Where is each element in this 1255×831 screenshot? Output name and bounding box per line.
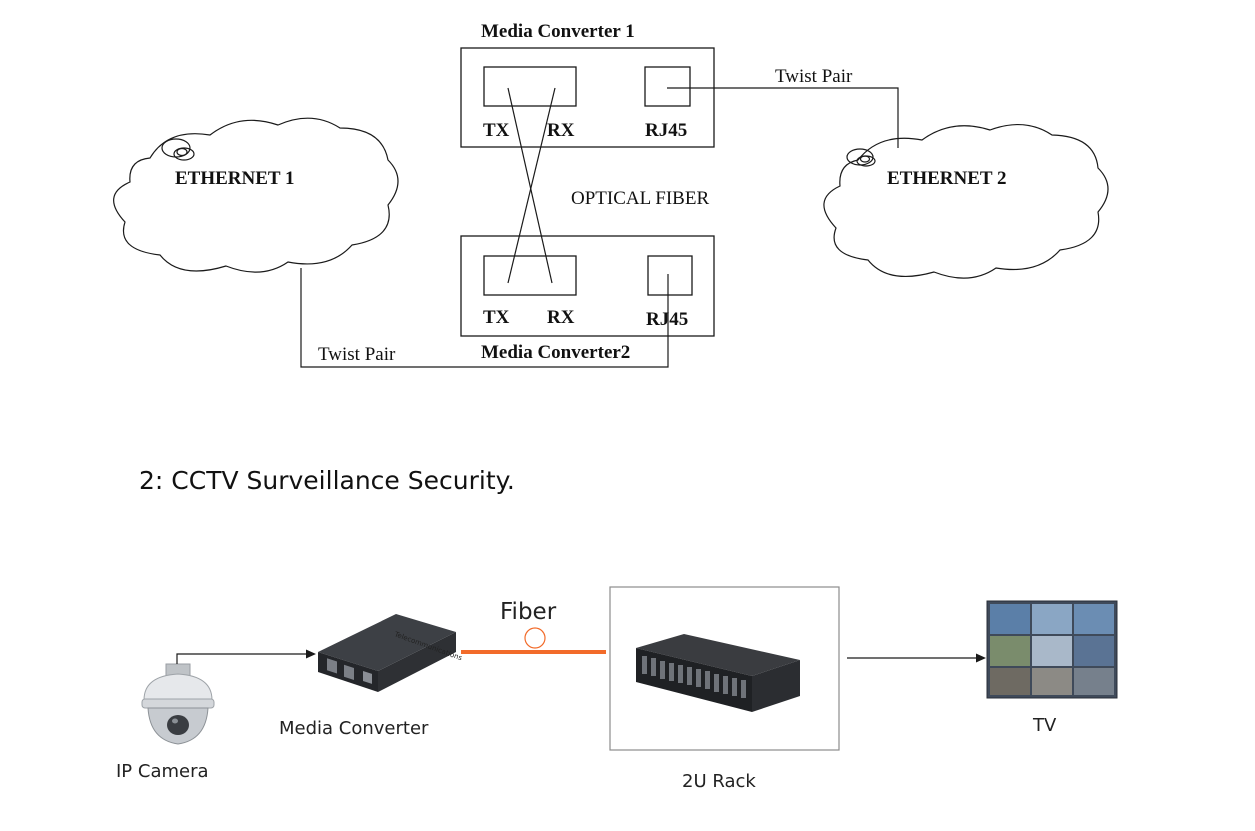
ethernet-2-label: ETHERNET 2 bbox=[887, 168, 1007, 189]
ip-camera: IP Camera bbox=[116, 663, 215, 782]
twist-pair-cables: Twist Pair Twist Pair bbox=[300, 66, 899, 368]
cctv-diagram: IP Camera Telecommunications Media Conve… bbox=[116, 586, 1118, 792]
media-converter-1-rx-label: RX bbox=[547, 120, 575, 141]
media-converter-2-title: Media Converter2 bbox=[481, 342, 630, 363]
fiber-link: Fiber bbox=[461, 599, 606, 654]
media-converter-2: TX RX RJ45 Media Converter2 bbox=[460, 235, 715, 363]
media-converter-2-rx-label: RX bbox=[547, 307, 575, 328]
media-converter-1-rj45-label: RJ45 bbox=[645, 120, 687, 141]
media-converter-1-fiber-port bbox=[483, 66, 577, 107]
media-converter-2-fiber-port bbox=[483, 255, 577, 296]
media-converter-1: Media Converter 1 TX RX RJ45 bbox=[460, 21, 715, 148]
twist-pair-cable-bottom bbox=[300, 268, 669, 368]
top-network-diagram: ETHERNET 1 ETHERNET 2 Media Converter 1 … bbox=[113, 21, 1109, 368]
rack-slots bbox=[642, 656, 746, 698]
media-converter-1-rj45-port bbox=[644, 66, 691, 107]
ethernet-2-cloud: ETHERNET 2 bbox=[823, 123, 1109, 279]
media-converter-1-tx-label: TX bbox=[483, 120, 510, 141]
media-converter-2-rj45-label: RJ45 bbox=[646, 309, 688, 330]
tv-video-wall: TV bbox=[986, 600, 1118, 736]
ethernet-1-label: ETHERNET 1 bbox=[175, 168, 295, 189]
section-title: 2: CCTV Surveillance Security. bbox=[139, 466, 515, 495]
optical-fiber-label: OPTICAL FIBER bbox=[571, 188, 709, 209]
twist-pair-top-label: Twist Pair bbox=[775, 66, 853, 87]
fiber-coil-icon bbox=[524, 627, 546, 649]
media-converter-2-tx-label: TX bbox=[483, 307, 510, 328]
media-converter-2-rj45-port bbox=[647, 255, 693, 296]
rack-2u: 2U Rack bbox=[609, 586, 840, 792]
media-converter-1-title: Media Converter 1 bbox=[481, 21, 635, 42]
tv-label: TV bbox=[1032, 715, 1057, 736]
twist-pair-bottom-label: Twist Pair bbox=[318, 344, 396, 365]
ip-camera-label: IP Camera bbox=[116, 761, 209, 782]
rack-label: 2U Rack bbox=[682, 771, 756, 792]
media-converter-device: Telecommunications Media Converter bbox=[279, 614, 464, 739]
ethernet-1-cloud: ETHERNET 1 bbox=[113, 117, 399, 273]
rack-to-tv-arrow bbox=[847, 653, 986, 663]
twist-pair-cable-top bbox=[667, 87, 899, 148]
ethernet-2-cable-coil bbox=[846, 148, 876, 167]
fiber-label: Fiber bbox=[500, 599, 557, 625]
ethernet-1-cable-coil bbox=[161, 138, 195, 161]
media-converter-label: Media Converter bbox=[279, 718, 429, 739]
camera-to-converter-arrow bbox=[176, 649, 316, 664]
optical-fiber-links: OPTICAL FIBER bbox=[507, 87, 709, 284]
